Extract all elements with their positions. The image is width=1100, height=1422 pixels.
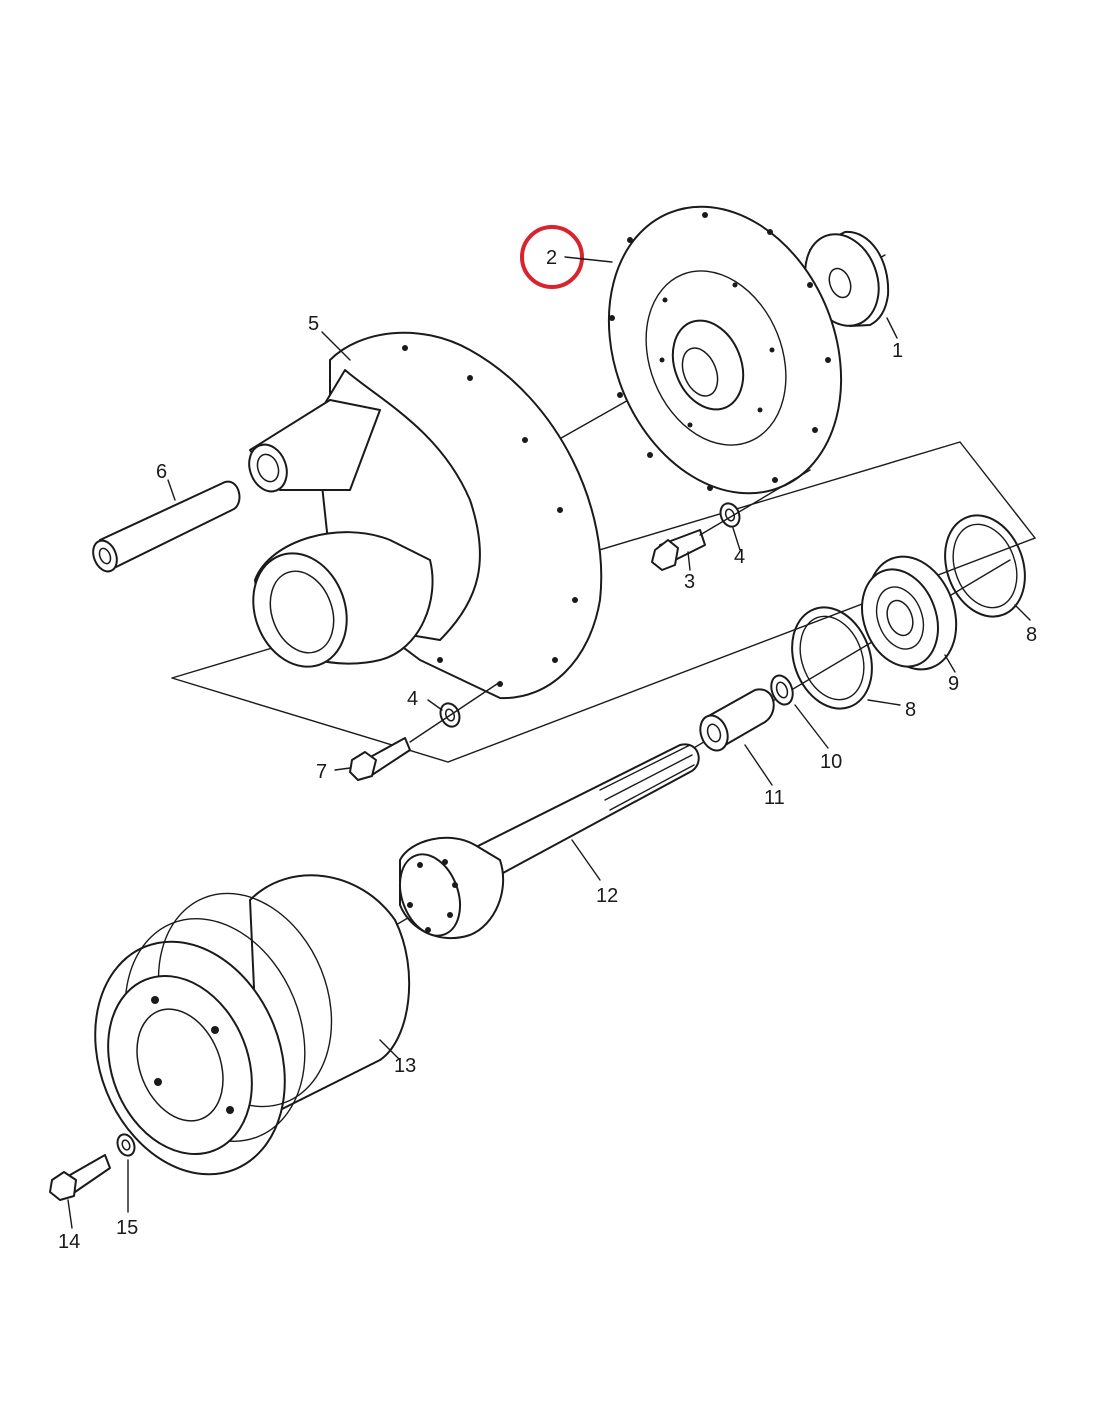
part-4-washer-upper <box>719 502 741 528</box>
part-14-bolt <box>49 1154 111 1201</box>
part-9-bearing <box>861 555 958 671</box>
callout-9: 9 <box>948 673 959 695</box>
callout-6: 6 <box>156 461 167 483</box>
callout-4-lower: 4 <box>407 688 418 710</box>
highlight-circle <box>520 225 584 289</box>
part-3-bolt <box>651 529 706 571</box>
callout-2: 2 <box>546 247 557 269</box>
leader-lines <box>67 256 1031 1229</box>
part-10-ring <box>770 674 794 706</box>
callout-8-right: 8 <box>1026 624 1037 646</box>
part-2-clutch-disc <box>607 205 843 495</box>
part-11-sleeve <box>699 688 775 752</box>
callout-8-left: 8 <box>905 699 916 721</box>
part-15-washer <box>116 1133 136 1157</box>
callout-1: 1 <box>892 340 903 362</box>
callout-10: 10 <box>820 751 842 773</box>
callout-11: 11 <box>764 787 785 809</box>
part-6-dowel-pin <box>92 480 241 573</box>
part-5-housing <box>248 331 603 700</box>
callout-7: 7 <box>316 761 327 783</box>
part-7-bolt <box>349 737 411 781</box>
callout-3: 3 <box>684 571 695 593</box>
part-8-circlip-right <box>944 514 1026 618</box>
callout-12: 12 <box>596 885 618 907</box>
part-8-circlip-left <box>791 606 873 710</box>
upper-group-bracket <box>171 441 1037 763</box>
callout-14: 14 <box>58 1231 80 1253</box>
part-13-pulley <box>94 874 411 1176</box>
callout-13: 13 <box>394 1055 416 1077</box>
callout-15: 15 <box>116 1217 138 1239</box>
part-12-shaft <box>399 743 700 940</box>
callout-4-upper: 4 <box>734 546 745 568</box>
callout-5: 5 <box>308 313 319 335</box>
